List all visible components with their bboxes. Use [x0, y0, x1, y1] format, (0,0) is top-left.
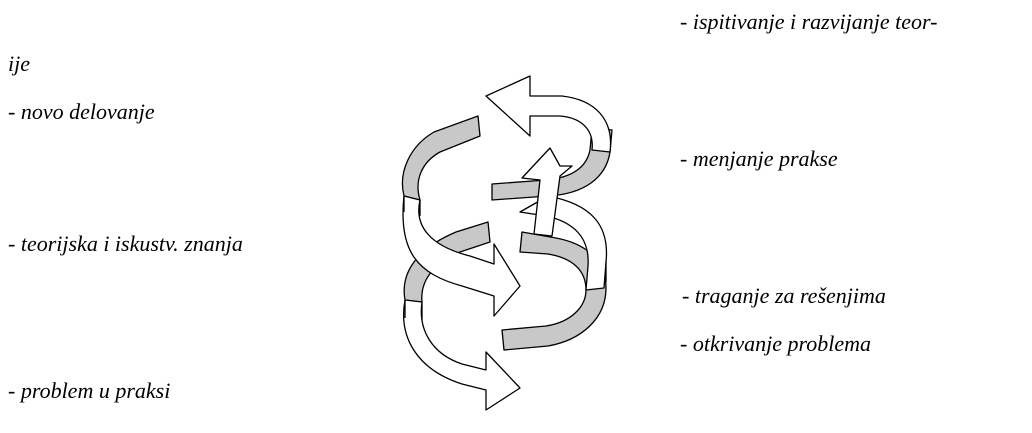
- label-menjanje-prakse: - menjanje prakse: [680, 146, 838, 171]
- label-teorijska-znanja: - teorijska i iskustv. znanja: [8, 231, 243, 256]
- spiral-band-front-middle: [402, 195, 521, 317]
- label-traganje-resenjima: - traganje za rešenjima: [682, 283, 886, 308]
- label-ije-continuation: ije: [8, 51, 30, 76]
- spiral-band-back-upper: [401, 115, 481, 201]
- spiral-band-front-top: [485, 75, 612, 153]
- spiral-inner-arrow: [521, 147, 573, 237]
- label-ispitivanje: - ispitivanje i razvijanje teor-: [680, 9, 938, 34]
- label-otkrivanje-problema: - otkrivanje problema: [680, 331, 872, 356]
- spiral-band-back-middle-left: [403, 221, 491, 303]
- spiral-band-edge-line: [403, 196, 607, 320]
- label-problem-u-praksi: - problem u praksi: [8, 378, 171, 403]
- spiral-band-front-right: [519, 195, 608, 291]
- label-novo-delovanje: - novo delovanje: [8, 99, 155, 124]
- spiral-arrow-icon: [401, 75, 613, 411]
- spiral-band-front-bottom: [403, 299, 521, 411]
